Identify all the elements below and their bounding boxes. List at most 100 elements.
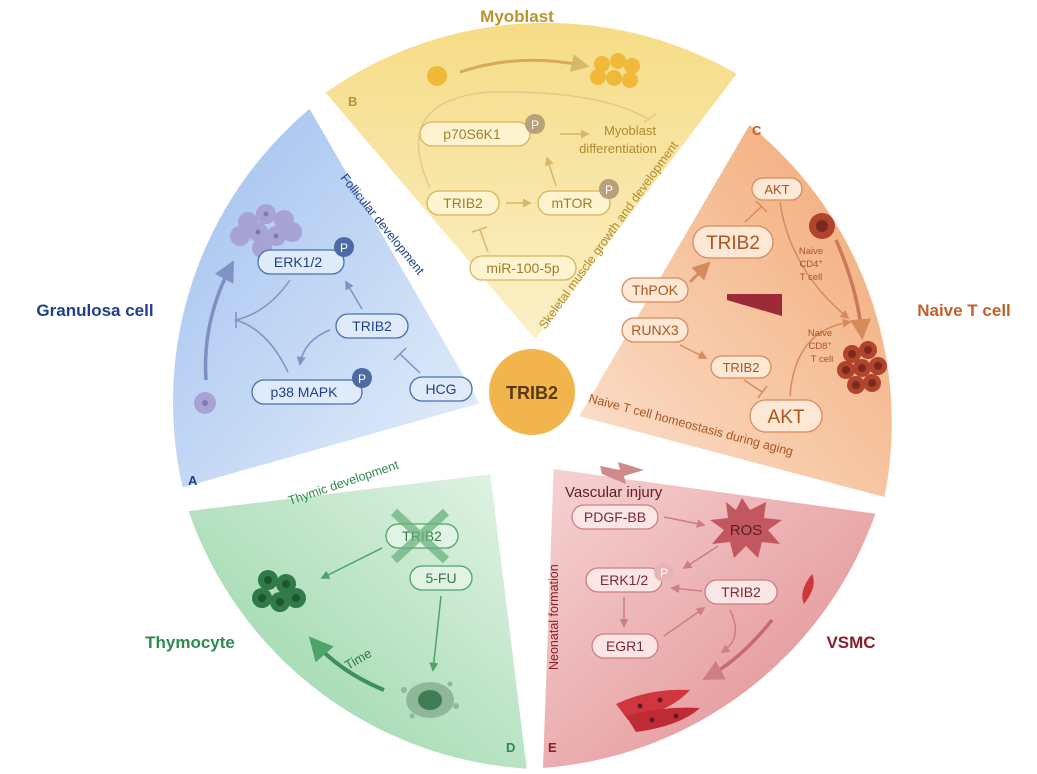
trib2-big-node <box>692 225 774 259</box>
thpok-node <box>621 277 689 303</box>
p70s6k1-phospho-label: P <box>531 118 539 132</box>
erk-vs-label: ERK1/2 <box>600 572 648 588</box>
gr-hcg-inhibit-trib2 <box>399 353 421 374</box>
myoblast-cluster-icon <box>590 53 640 88</box>
myoblast-letter: B <box>348 94 357 109</box>
vascular-injury-icon <box>600 462 644 484</box>
ros-label: ROS <box>730 522 763 539</box>
trib2-vs-node <box>704 579 778 605</box>
vs-egr1-to-trib2-arrow <box>663 606 706 637</box>
fu-label: 5-FU <box>425 570 456 586</box>
nt-trib2-inhibit-akt-bar <box>755 200 768 213</box>
erk-gr-phospho-label: P <box>340 241 348 255</box>
granulosa-single-nucleus-icon <box>202 400 208 406</box>
p38-node <box>251 379 363 405</box>
thymocyte-letter: D <box>506 740 515 755</box>
vsmc-wedge <box>543 469 876 768</box>
thpok-runx3-ratio-red-icon <box>727 294 782 316</box>
myoblast-diff-line2: differentiation <box>579 141 657 156</box>
vsmc-single-cell-icon <box>802 574 814 604</box>
th-time-arrow <box>308 636 385 692</box>
cd8-t-cell-cluster-icon <box>837 341 887 394</box>
egr1-node <box>591 633 659 659</box>
nt-trib2-inhibit-akt-big <box>743 379 763 393</box>
center-trib2-label: TRIB2 <box>506 383 558 403</box>
thymocyte-title: Thymocyte <box>145 633 235 652</box>
myo-mtor-to-p70-arrow <box>544 156 557 187</box>
pdgf-node <box>571 504 659 530</box>
p38-phospho-label: P <box>358 372 366 386</box>
runx3-label: RUNX3 <box>631 322 679 338</box>
th-fu-to-damaged-arrow <box>429 595 442 672</box>
erk-vs-phospho-label: P <box>660 566 668 580</box>
akt-top-label: AKT <box>764 182 789 197</box>
akt-top-node <box>751 177 803 201</box>
vs-trib2-curve-arrow <box>720 609 737 653</box>
nt-trib2-inhibit-akt-big-bar <box>757 385 768 399</box>
fu-node <box>409 565 473 591</box>
vs-pdgf-to-ros-arrow <box>663 516 706 529</box>
thymocyte-cluster-icon <box>252 570 306 612</box>
naive-t-title: Naive T cell <box>917 301 1011 320</box>
p70s6k1-label: p70S6K1 <box>443 126 501 142</box>
mir-node <box>469 255 577 281</box>
gr-growth-arrow <box>203 260 234 381</box>
ros-icon <box>710 498 782 558</box>
myoblast-single-cell-icon <box>427 66 447 86</box>
hcg-node <box>409 376 473 402</box>
nt-akt-big-to-cd8-arrow <box>789 318 852 397</box>
myoblast-loop-arrow <box>417 91 651 189</box>
trib2-knockout-cross-icon <box>390 508 450 564</box>
vs-proliferation-arrow <box>702 618 774 680</box>
vascular-injury-label: Vascular injury <box>565 484 663 501</box>
myoblast-inhibit-bar <box>643 113 657 123</box>
erk-vs-phospho-icon <box>654 562 674 582</box>
mir-label: miR-100-5p <box>486 260 559 276</box>
vsmc-proliferating-cells-icon <box>616 689 700 732</box>
thymocyte-panel: TRIB2 5-FU Time <box>252 508 473 719</box>
myo-mir-inhibit <box>479 229 489 253</box>
pdgf-label: PDGF-BB <box>584 509 646 525</box>
vsmc-letter: E <box>548 740 557 755</box>
cd4-t-cell-nucleus-icon <box>816 220 828 232</box>
vsmc-arc-label: Neonatal formation <box>547 564 561 670</box>
th-trib2-to-cluster-arrow <box>320 547 383 579</box>
mtor-label: mTOR <box>552 195 593 211</box>
erk-gr-label: ERK1/2 <box>274 254 322 270</box>
gr-hcg-inhibit-trib2-bar <box>393 347 407 361</box>
myoblast-wedge <box>325 22 737 340</box>
vsmc-panel: Vascular injury PDGF-BB ROS ERK1/2 P TRI… <box>565 462 814 732</box>
cd4-line3: T cell <box>800 272 823 283</box>
myoblast-growth-arrow <box>459 54 590 74</box>
myoblast-title: Myoblast <box>480 7 554 26</box>
hcg-label: HCG <box>425 381 456 397</box>
myoblast-diff-line1: Myoblast <box>604 123 656 138</box>
nt-thpok-to-trib2-arrow <box>688 261 711 284</box>
p38-phospho-icon <box>352 368 372 388</box>
granulosa-letter: A <box>188 473 198 488</box>
naive-t-panel: AKT TRIB2 ThPOK RUNX3 TRIB2 AKT Naive CD… <box>621 177 887 433</box>
granulosa-wedge <box>172 108 480 488</box>
erk-gr-node <box>257 249 345 275</box>
mtor-node <box>537 190 611 216</box>
egr1-label: EGR1 <box>606 638 644 654</box>
p70s6k1-phospho-icon <box>525 114 545 134</box>
granulosa-panel: ERK1/2 P TRIB2 p38 MAPK P HCG <box>194 204 473 414</box>
trib2-gr-node <box>335 313 409 339</box>
granulosa-title: Granulosa cell <box>36 301 153 320</box>
akt-big-label: AKT <box>768 407 805 428</box>
myoblast-panel: p70S6K1 P Myoblast differentiation TRIB2… <box>417 53 657 281</box>
runx3-node <box>621 317 689 343</box>
trib2-small-label: TRIB2 <box>723 360 760 375</box>
thymocyte-damaged-cell-icon <box>401 681 459 719</box>
thymocyte-wedge <box>188 474 527 769</box>
trib2-gr-label: TRIB2 <box>352 318 392 334</box>
thpok-label: ThPOK <box>632 282 679 298</box>
gr-trib2-to-p38-arrow <box>296 329 331 366</box>
granulosa-cluster-nuclei-icon <box>255 211 279 239</box>
nt-cd4-decline-arrow <box>834 239 872 341</box>
vsmc-title: VSMC <box>826 633 875 652</box>
gr-trib2-to-erk-arrow <box>345 280 363 310</box>
vs-ros-to-erk-arrow <box>682 545 719 569</box>
